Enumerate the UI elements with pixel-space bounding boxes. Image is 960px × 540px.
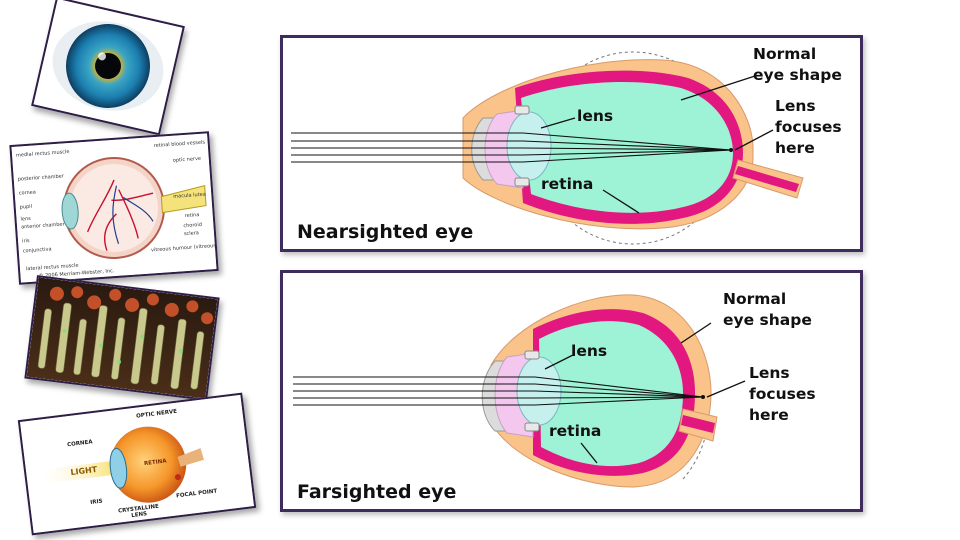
focus-point (729, 148, 733, 152)
farsighted-retina-label: retina (549, 422, 602, 440)
anatomy-label-pupil: pupil (19, 203, 33, 211)
nearsighted-title: Nearsighted eye (297, 221, 474, 243)
farsighted-title: Farsighted eye (297, 481, 457, 503)
retina-cells-illustration (26, 277, 218, 399)
optic-nerve (735, 166, 799, 192)
nearsighted-focus-label: Lens focuses here (775, 97, 842, 157)
anatomy-label-lens: lens (20, 215, 32, 223)
cross-section-illustration (20, 394, 254, 534)
anatomy-label-iris: iris (21, 237, 30, 245)
farsighted-focus-label: Lens focuses here (749, 364, 816, 424)
light-rays (293, 376, 704, 406)
lens (506, 111, 552, 181)
light-rays (291, 132, 732, 163)
iris-illustration (33, 0, 183, 134)
focus-point (701, 395, 705, 399)
eye-anatomy-diagram: medial rectus muscle posterior chamber c… (9, 131, 219, 285)
nearsighted-lens-label: lens (577, 107, 614, 125)
farsighted-panel: Normal eye shape Lens focuses here lens … (280, 270, 863, 512)
nearsighted-normal-shape-label: Normal eye shape (753, 45, 842, 84)
retina-cells-photo (24, 275, 220, 401)
anatomy-label-cornea: cornea (18, 189, 37, 197)
anatomy-label-retina: retina (184, 212, 200, 220)
farsighted-normal-shape-label: Normal eye shape (723, 290, 812, 329)
eye-cross-section: OPTIC NERVE CORNEA LIGHT RETINA IRIS CRY… (17, 392, 257, 536)
vitreous-body (521, 82, 733, 213)
farsighted-eye-diagram (293, 294, 746, 488)
nearsighted-retina-label: retina (541, 175, 594, 193)
anatomy-illustration (11, 133, 217, 283)
anatomy-label-choroid: choroid (183, 221, 203, 230)
nearsighted-panel: Normal eye shape Lens focuses here lens … (280, 35, 863, 252)
nearsighted-eye-diagram (291, 51, 804, 245)
farsighted-lens-label: lens (571, 342, 608, 360)
iris-photo (31, 0, 185, 136)
anatomy-label-sclera: sclera (183, 230, 200, 238)
optic-nerve (681, 415, 715, 433)
